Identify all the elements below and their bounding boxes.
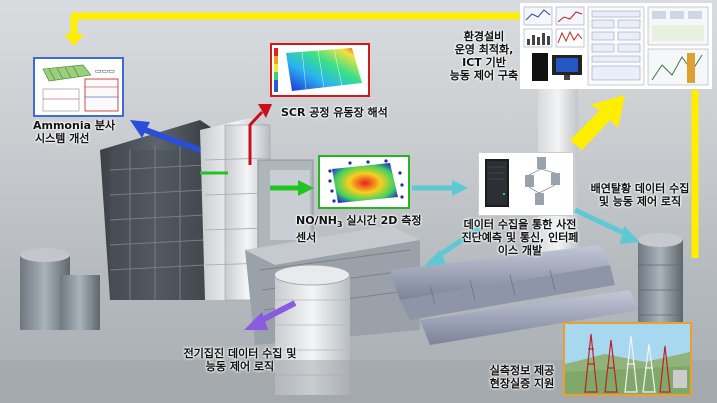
nox-label-sub: 3 <box>337 220 343 230</box>
scr-flow-thumbnail <box>270 43 370 97</box>
esp-label: 전기집진 데이터 수집 및 능동 제어 로직 <box>172 347 308 373</box>
ammonia-label-line2: 시스템 개선 <box>35 132 90 145</box>
purple-arrow <box>244 300 297 330</box>
nox-sensor-label: NO/NH3 실시간 2D 측정 센서 <box>296 214 421 244</box>
nox-label-prefix: NO/NH <box>296 214 337 227</box>
ict-label-line4: 능동 제어 구축 <box>449 69 519 82</box>
data-label-line1: 데이터 수집을 통한 사전 <box>463 218 577 231</box>
esp-label-line1: 전기집진 데이터 수집 및 <box>183 347 297 360</box>
blue-arrow <box>130 120 202 153</box>
data-label-line3: 이스 개발 <box>497 244 543 257</box>
server-rack-icon <box>479 153 573 215</box>
ammonia-label: Ammonia 분사 시스템 개선 <box>33 119 115 145</box>
nox-label-suffix: 실시간 2D 측정 <box>342 214 422 227</box>
svg-text:▭▭▭: ▭▭▭ <box>95 67 115 75</box>
ict-label-line1: 환경설비 <box>463 30 505 43</box>
flow-field-icon <box>272 45 368 95</box>
green-arrow <box>200 171 314 196</box>
small-tank-icon <box>20 248 100 330</box>
red-arrow <box>248 104 272 165</box>
ict-label-line3: ICT 기반 <box>462 56 506 69</box>
fgd-label: 배연탈황 데이터 수집 및 능동 제어 로직 <box>576 182 704 208</box>
fgd-label-line1: 배연탈황 데이터 수집 <box>590 182 690 195</box>
fgd-label-line2: 및 능동 제어 로직 <box>598 195 682 208</box>
heatmap-icon <box>320 157 408 207</box>
field-label: 실측정보 제공 현장실증 지원 <box>480 364 564 390</box>
ammonia-label-line1: Ammonia 분사 <box>33 119 116 132</box>
transmission-tower-icon <box>565 324 690 394</box>
field-site-photo <box>563 322 692 396</box>
dashboard-thumbnail <box>520 3 712 89</box>
esp-label-line2: 능동 제어 로직 <box>205 360 275 373</box>
ammonia-thumbnail: ▭▭▭ <box>33 57 124 117</box>
ammonia-grid-icon: ▭▭▭ <box>35 59 122 115</box>
scr-label: SCR 공정 유동장 해석 <box>281 106 388 119</box>
computer-monitor-icon <box>523 6 709 86</box>
ict-label-line2: 운영 최적화, <box>454 43 514 56</box>
field-label-line2: 현장실증 지원 <box>489 377 555 390</box>
server-thumbnail <box>478 152 574 216</box>
duct-icon <box>390 245 640 345</box>
nox-heatmap-thumbnail <box>318 155 410 209</box>
network-diagram-icon <box>525 157 560 205</box>
cyan-arrow <box>412 180 640 266</box>
nox-label-line2: 센서 <box>296 231 317 245</box>
data-collection-label: 데이터 수집을 통한 사전 진단예측 및 통신, 인터페 이스 개발 <box>450 218 590 257</box>
data-label-line2: 진단예측 및 통신, 인터페 <box>461 231 579 244</box>
field-label-line1: 실측정보 제공 <box>489 364 555 377</box>
ict-label: 환경설비 운영 최적화, ICT 기반 능동 제어 구축 <box>432 30 536 82</box>
